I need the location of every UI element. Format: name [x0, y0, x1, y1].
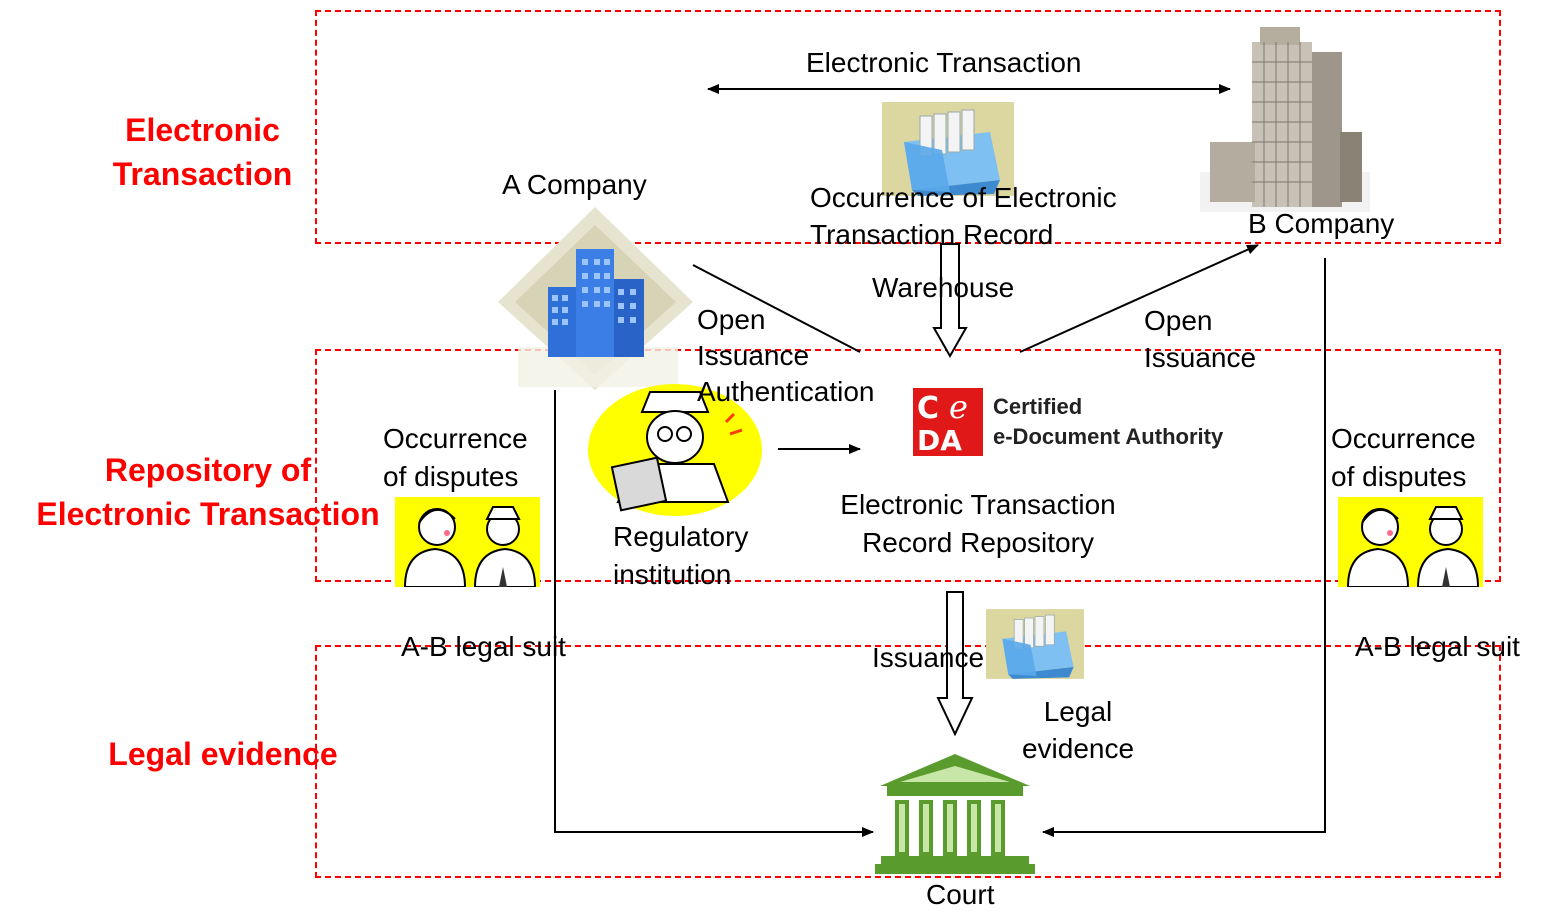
- label-b-company: B Company: [1248, 208, 1395, 239]
- repository-to-b-arrow: [1019, 244, 1259, 353]
- label-court: Court: [926, 879, 995, 910]
- section-label-electronic-transaction: Electronic Transaction: [112, 112, 293, 192]
- regulatory-inspector-icon: [588, 384, 762, 516]
- dispute-people-icon-left: [395, 497, 540, 587]
- section-box-electronic-transaction: [315, 10, 1501, 244]
- court-building-icon: [875, 754, 1035, 874]
- label-electronic-transaction: Electronic Transaction: [806, 47, 1082, 78]
- label-issuance: Issuance: [872, 642, 985, 673]
- section-label-repository: Repository of Electronic Transaction: [36, 452, 380, 532]
- ceda-logo-line1: Certified: [993, 394, 1083, 419]
- issuance-block-arrow: [936, 591, 974, 737]
- svg-text:DA: DA: [917, 424, 962, 456]
- svg-text:C: C: [917, 391, 939, 426]
- label-ab-legal-suit-right: A-B legal suit: [1355, 631, 1520, 662]
- ceda-logo: C e DA Certified e-Document Authority: [913, 388, 1243, 456]
- ceda-logo-line2: e-Document Authority: [993, 424, 1224, 449]
- label-record-repository: Electronic Transaction Record Repository: [840, 489, 1116, 558]
- a-to-repository-line: [692, 264, 861, 353]
- label-a-company: A Company: [502, 169, 647, 200]
- left-suit-line: [554, 390, 874, 837]
- label-open-issuance-right: Open Issuance: [1144, 305, 1257, 373]
- right-suit-line: [1042, 258, 1326, 837]
- section-box-repository: [315, 349, 1501, 582]
- svg-text:e: e: [949, 388, 968, 426]
- warehouse-block-arrow: [932, 243, 968, 359]
- a-company-building-icon: [498, 207, 693, 390]
- label-ab-legal-suit-left: A-B legal suit: [401, 631, 566, 662]
- section-label-legal-evidence: Legal evidence: [108, 736, 338, 772]
- evidence-box-icon: [986, 609, 1084, 679]
- label-occurrence-disputes-left: Occurrence of disputes: [383, 423, 528, 492]
- label-occurrence-disputes-right: Occurrence of disputes: [1331, 423, 1476, 492]
- record-box-icon: [882, 102, 1014, 196]
- label-regulatory-institution: Regulatory institution: [613, 521, 749, 590]
- section-box-legal-evidence: [315, 645, 1501, 878]
- label-legal-evidence: Legal evidence: [1021, 696, 1135, 764]
- label-occurrence-record: Occurrence of Electronic Transaction Rec…: [810, 182, 1117, 250]
- dispute-people-icon-right: [1338, 497, 1483, 587]
- label-open-issuance-authentication: Open Issuance Authentication: [697, 304, 875, 407]
- ceda-logo-mark: C e DA: [913, 388, 983, 456]
- label-warehouse: Warehouse: [872, 272, 1015, 303]
- b-company-tower-icon: [1200, 27, 1370, 212]
